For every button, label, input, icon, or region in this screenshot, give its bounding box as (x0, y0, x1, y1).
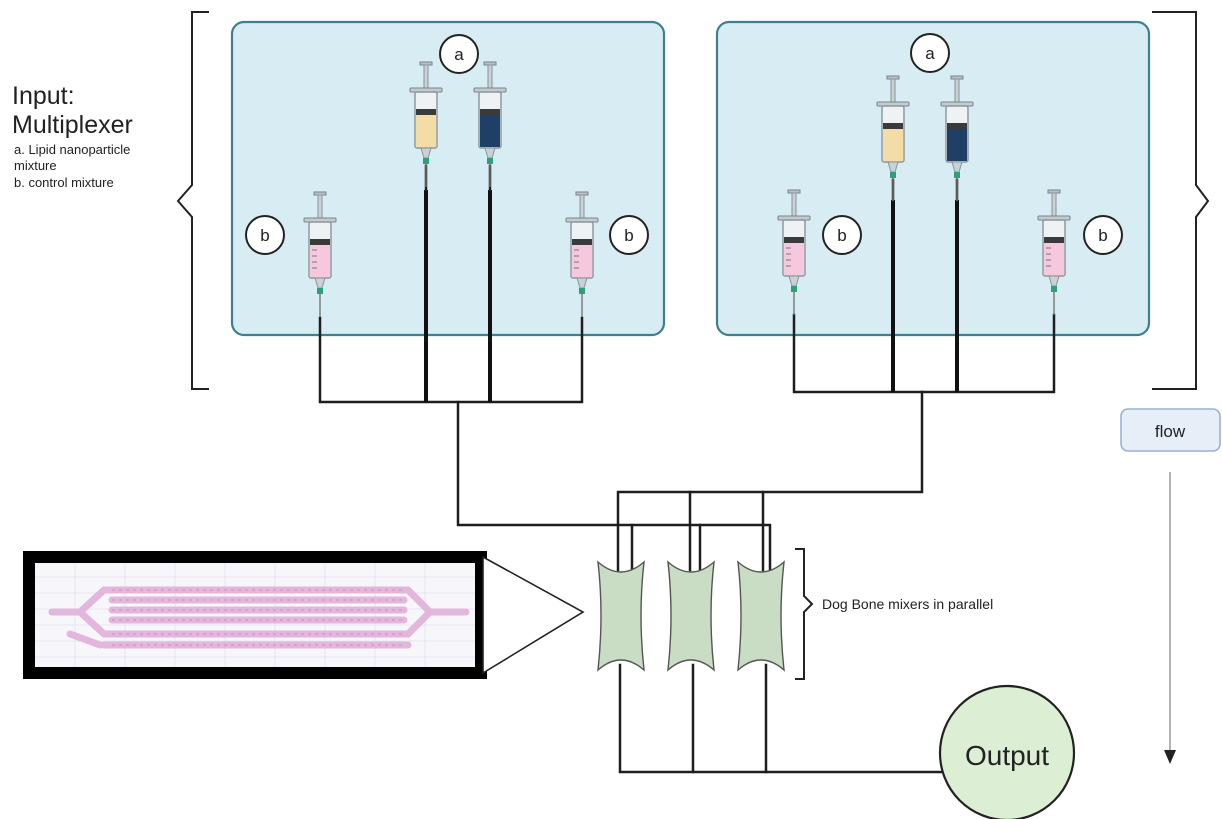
panel-1-marker-b-left: b (245, 215, 285, 255)
zoom-pointer (482, 555, 585, 675)
legend-item-b: b. control mixture (14, 175, 114, 190)
mixer-2 (667, 560, 715, 672)
panel-1-outer-wire (318, 316, 584, 404)
right-brace (1152, 11, 1210, 390)
svg-text:a: a (925, 44, 935, 63)
legend-item-a-line1: a. Lipid nanoparticle (14, 142, 130, 157)
mixers-label: Dog Bone mixers in parallel (822, 596, 993, 612)
syringe-a-dark-2 (940, 75, 974, 202)
multiplexer-panel-2: a b b (715, 20, 1151, 394)
panel-2-marker-a: a (910, 33, 950, 73)
mixer-1 (597, 560, 645, 672)
panel-1-marker-b-right: b (609, 215, 649, 255)
panel-1-box (230, 20, 666, 337)
svg-text:b: b (1098, 226, 1107, 245)
svg-text:b: b (260, 226, 269, 245)
panel-2-outer-wire (792, 313, 1056, 394)
dog-bone-mixers (597, 560, 785, 672)
flow-label: flow (1155, 422, 1186, 441)
panel-1-marker-a: a (439, 34, 479, 74)
svg-text:a: a (454, 45, 464, 64)
svg-text:b: b (837, 226, 846, 245)
flow-box (1120, 408, 1221, 452)
mixer-chip-zoom (23, 551, 585, 679)
mixer-3 (737, 560, 785, 672)
output-circle (938, 684, 1076, 819)
legend-title-line1: Input: (12, 82, 75, 110)
multiplexer-panel-1: a b b (230, 20, 666, 404)
panel-2-box (715, 20, 1151, 337)
svg-text:b: b (624, 226, 633, 245)
legend-title-line2: Multiplexer (12, 111, 133, 139)
chip-channels (48, 586, 470, 649)
routing-wires (456, 390, 946, 774)
flow-arrow-head (1164, 750, 1176, 764)
syringe-a-lnp-2 (876, 75, 910, 202)
mixer-brace (795, 548, 814, 680)
panel-2-marker-b-left: b (822, 215, 862, 255)
panel-2-marker-b-right: b (1083, 215, 1123, 255)
chip-frame (23, 551, 487, 679)
legend-item-a-line2: mixture (14, 158, 57, 173)
syringe-a-lnp-1 (409, 61, 443, 188)
output-node: Output (938, 684, 1076, 819)
flow-indicator: flow (1120, 408, 1221, 764)
output-label: Output (965, 740, 1049, 771)
syringe-a-dark-1 (473, 61, 507, 188)
left-brace (176, 11, 209, 390)
